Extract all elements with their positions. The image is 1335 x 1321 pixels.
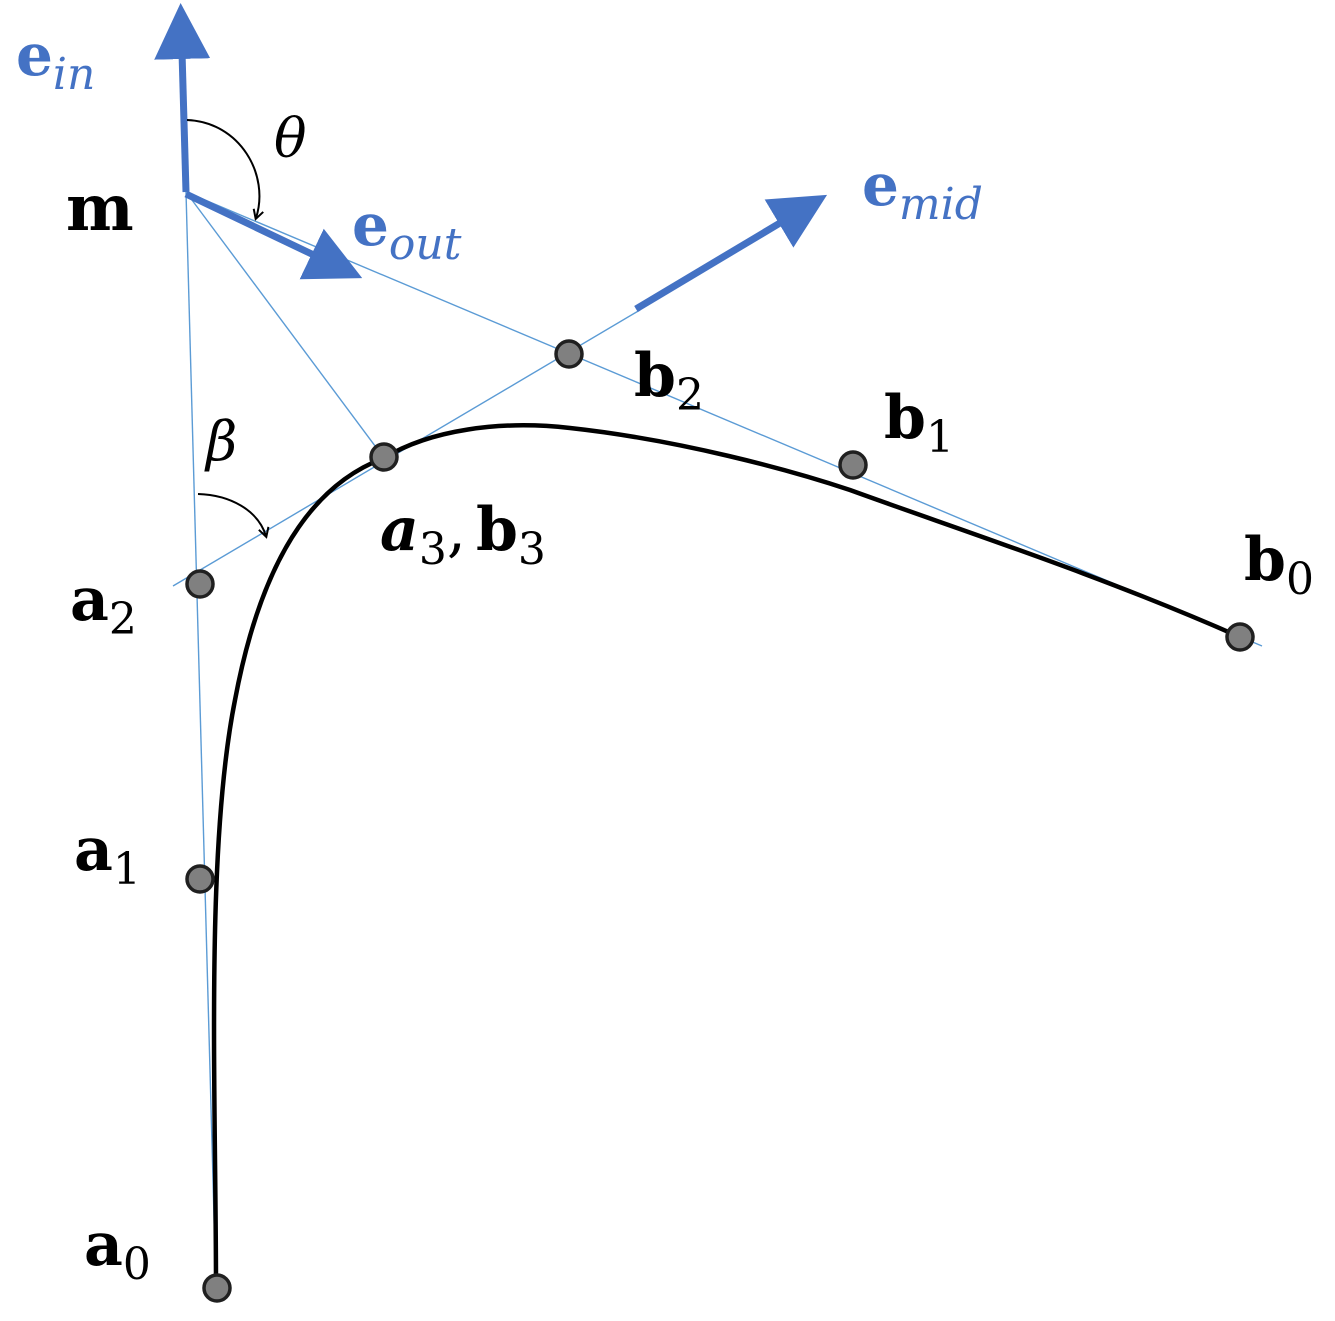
beta-arc — [197, 493, 266, 536]
theta-arc — [186, 119, 259, 218]
line-m-b0 — [185, 191, 1263, 647]
label-theta: θ — [274, 107, 307, 170]
point-b2 — [554, 339, 584, 369]
e-out-vector — [184, 190, 363, 280]
point-a1 — [185, 864, 215, 894]
label-e-in: ein — [16, 21, 95, 100]
label-e-mid: emid — [862, 151, 983, 230]
label-beta: β — [204, 410, 237, 473]
label-b0: b0 — [1244, 525, 1314, 605]
e-in-vector — [154, 3, 211, 193]
e-mid-vector — [634, 194, 828, 313]
label-a0: a0 — [84, 1210, 151, 1290]
point-b1 — [838, 450, 868, 480]
label-a3-b3: a3,b3 — [380, 495, 546, 575]
line-m-a0 — [185, 191, 217, 1291]
label-m: m — [66, 171, 134, 246]
label-e-out: eout — [352, 191, 462, 270]
label-b2: b2 — [634, 341, 704, 421]
label-b1: b1 — [884, 383, 954, 463]
line-m-a3 — [185, 191, 385, 459]
label-a1: a1 — [74, 815, 141, 895]
bezier-curve — [211, 423, 1243, 1291]
point-a2 — [185, 569, 215, 599]
point-a0 — [202, 1273, 232, 1303]
point-a3-b3 — [369, 442, 399, 472]
point-b0 — [1225, 622, 1255, 652]
label-a2: a2 — [70, 565, 137, 645]
